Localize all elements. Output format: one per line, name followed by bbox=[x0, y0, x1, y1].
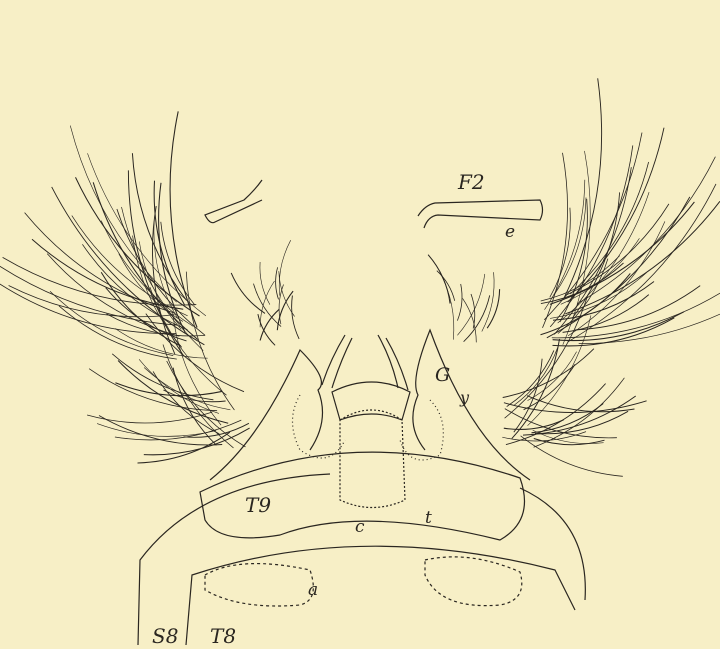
bristle bbox=[564, 78, 602, 298]
bristle-layer bbox=[0, 78, 720, 476]
bristle bbox=[170, 111, 197, 327]
label-a: a bbox=[308, 582, 318, 599]
bristle bbox=[231, 273, 265, 314]
bristle bbox=[560, 199, 588, 322]
right-dotted-lobe bbox=[400, 400, 443, 460]
bristle bbox=[292, 296, 299, 339]
bristle bbox=[254, 284, 282, 327]
label-S8: S8 bbox=[152, 626, 178, 646]
label-t: t bbox=[425, 510, 432, 527]
label-T8: T8 bbox=[210, 626, 236, 646]
bristle bbox=[543, 153, 568, 328]
bristle bbox=[276, 267, 279, 299]
left-dotted-lobe bbox=[293, 395, 346, 458]
bristle bbox=[279, 271, 295, 316]
bristle bbox=[260, 262, 270, 305]
label-G: G bbox=[435, 366, 450, 385]
bristle bbox=[112, 354, 213, 400]
left-gonocoxite bbox=[210, 350, 323, 480]
bristle bbox=[457, 284, 462, 321]
bristle bbox=[553, 312, 684, 341]
bristle bbox=[144, 368, 230, 410]
right-style bbox=[418, 200, 543, 228]
bristle bbox=[471, 294, 475, 329]
right-clasper bbox=[378, 335, 398, 388]
bristle bbox=[573, 192, 620, 317]
bristle bbox=[93, 182, 198, 339]
bristle bbox=[159, 183, 186, 333]
label-F2: F2 bbox=[458, 172, 485, 192]
label-c: c bbox=[355, 519, 365, 536]
label-e: e bbox=[505, 224, 515, 241]
left-clasper-inner bbox=[332, 338, 352, 388]
segment-8-edge bbox=[520, 488, 585, 600]
right-lower-lobe bbox=[425, 557, 522, 606]
left-lower-lobe bbox=[205, 564, 313, 606]
bristle bbox=[521, 436, 623, 477]
bristle bbox=[0, 244, 178, 325]
bristle bbox=[118, 361, 228, 424]
tergite-8-outline bbox=[186, 546, 575, 645]
bristle bbox=[507, 350, 554, 406]
aedeagus bbox=[340, 410, 405, 508]
bristle bbox=[260, 309, 279, 340]
bristle bbox=[464, 295, 490, 341]
bristle bbox=[122, 207, 204, 351]
label-T9: T9 bbox=[245, 495, 271, 515]
bristle bbox=[72, 216, 188, 316]
sternite-8-outline bbox=[138, 474, 330, 645]
structure-outlines bbox=[138, 180, 585, 645]
bristle bbox=[428, 255, 450, 304]
bristle bbox=[163, 345, 234, 448]
bristle bbox=[523, 396, 636, 435]
bristle bbox=[528, 315, 591, 425]
left-style bbox=[205, 180, 262, 223]
label-y: y bbox=[460, 390, 469, 406]
